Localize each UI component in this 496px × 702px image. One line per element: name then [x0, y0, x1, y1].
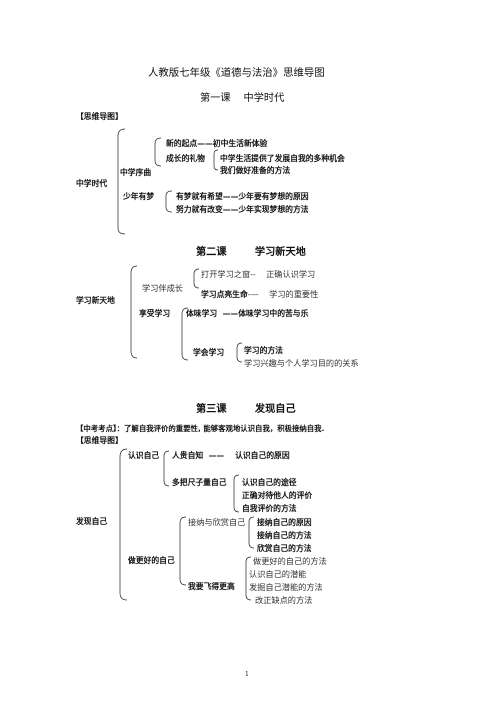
document-title: 人教版七年级《道德与法治》思维导图	[148, 67, 325, 79]
bracket-l2-branch2	[181, 307, 189, 361]
lesson2-grow-item2-desc: -— 学习的重要性	[247, 289, 319, 299]
bracket-l3-branch2	[179, 516, 187, 586]
lesson1-item-gift: 成长的礼物	[166, 154, 205, 163]
lesson3-root: 发现自己	[76, 517, 108, 526]
page-number: 1	[245, 671, 249, 678]
lesson3-better-item2: 我要飞得更高	[188, 582, 235, 591]
lesson2-grow-item2: 学习点亮生命-— 学习的重要性	[201, 284, 318, 300]
lesson3-accept-sub3: 欣赏自己的方法	[257, 544, 312, 553]
lesson2-heading: 第二课 学习新天地	[196, 247, 306, 258]
lesson3-know-item2: 多把尺子量自己	[172, 478, 227, 487]
lesson3-better-item1: 接纳与欣赏自己	[188, 517, 246, 527]
lesson3-ruler-sub2: 正确对待他人的评价	[242, 491, 313, 500]
bracket-l2-root	[130, 265, 138, 359]
lesson3-accept-sub1: 接纳自己的原因	[257, 518, 312, 527]
lesson3-fly-sub4: 改正缺点的方法	[255, 595, 313, 605]
bracket-l3-root	[119, 448, 128, 601]
lesson3-ruler-sub3: 自我评价的方法	[242, 504, 297, 513]
bracket-l1-branch2	[165, 190, 173, 213]
lesson1-dream-item1: 有梦就有希望——少年要有梦想的原因	[176, 192, 309, 201]
lesson3-branch-know: 认识自己	[128, 451, 160, 460]
lesson2-branch-enjoy: 享受学习	[139, 309, 171, 318]
lesson1-heading: 第一课 中学时代	[200, 93, 285, 104]
lesson2-grow-item2-title: 学习点亮生命	[201, 290, 248, 299]
lesson3-fly-sub1: 做更好的自己的方法	[253, 556, 327, 566]
bracket-l3-branch1	[163, 450, 170, 487]
lesson1-dream-item2: 努力就有改变——少年实现梦想的方法	[176, 205, 309, 214]
lesson1-branch-prelude: 中学序曲	[120, 168, 152, 177]
lesson1-item-new-start: 新的起点——初中生活新体验	[166, 139, 268, 148]
bracket-l3-fly	[245, 556, 252, 601]
lesson1-gift-sub2: 我们做好准备的方法	[220, 166, 291, 175]
bracket-l3-ruler	[233, 474, 240, 513]
lesson3-ruler-sub1: 认识自己的途径	[242, 478, 297, 487]
bracket-l1-branch1	[154, 137, 162, 167]
bracket-l1-gift	[213, 149, 219, 171]
bracket-l1-root	[117, 128, 126, 235]
lesson2-enjoy-item1: 体味学习 ——体味学习中的苦与乐	[186, 309, 309, 318]
lesson3-exam-points: 【中考考点】：了解自我评价的重要性, 能够客观地认识自我，积极接纳自我.	[76, 424, 325, 433]
lesson2-grow-item1: 打开学习之窗-- 正确认识学习	[201, 269, 316, 279]
lesson2-branch-grow: 学习伴成长	[142, 283, 183, 293]
bracket-l2-learn	[236, 342, 243, 363]
lesson3-heading: 第三课 发现自己	[196, 404, 296, 415]
lesson3-mind-map-label: 【思维导图】	[76, 436, 123, 445]
bracket-l2-branch1	[193, 268, 200, 289]
lesson2-root: 学习新天地	[76, 296, 115, 305]
bracket-l3-accept	[248, 516, 255, 549]
lesson2-enjoy-item2: 学会学习	[193, 348, 225, 357]
lesson3-know-item1: 人贵自知 —— 认识自己的原因	[172, 451, 290, 460]
lesson1-mind-map-label: 【思维导图】	[76, 112, 123, 121]
lesson3-fly-sub3: 发掘自己潜能的方法	[249, 582, 323, 592]
lesson1-branch-dream: 少年有梦	[123, 192, 155, 201]
lesson3-branch-better: 做更好的自己	[128, 556, 175, 565]
lesson1-gift-sub1: 中学生活提供了发展自我的多种机会	[220, 154, 345, 163]
lesson2-learn-sub1: 学习的方法	[244, 346, 283, 355]
lesson1-root: 中学时代	[76, 179, 108, 188]
lesson3-accept-sub2: 接纳自己的方法	[257, 531, 312, 540]
lesson3-fly-sub2: 认识自己的潜能	[249, 569, 307, 579]
lesson2-learn-sub2: 学习兴趣与个人学习目的的关系	[244, 358, 359, 368]
